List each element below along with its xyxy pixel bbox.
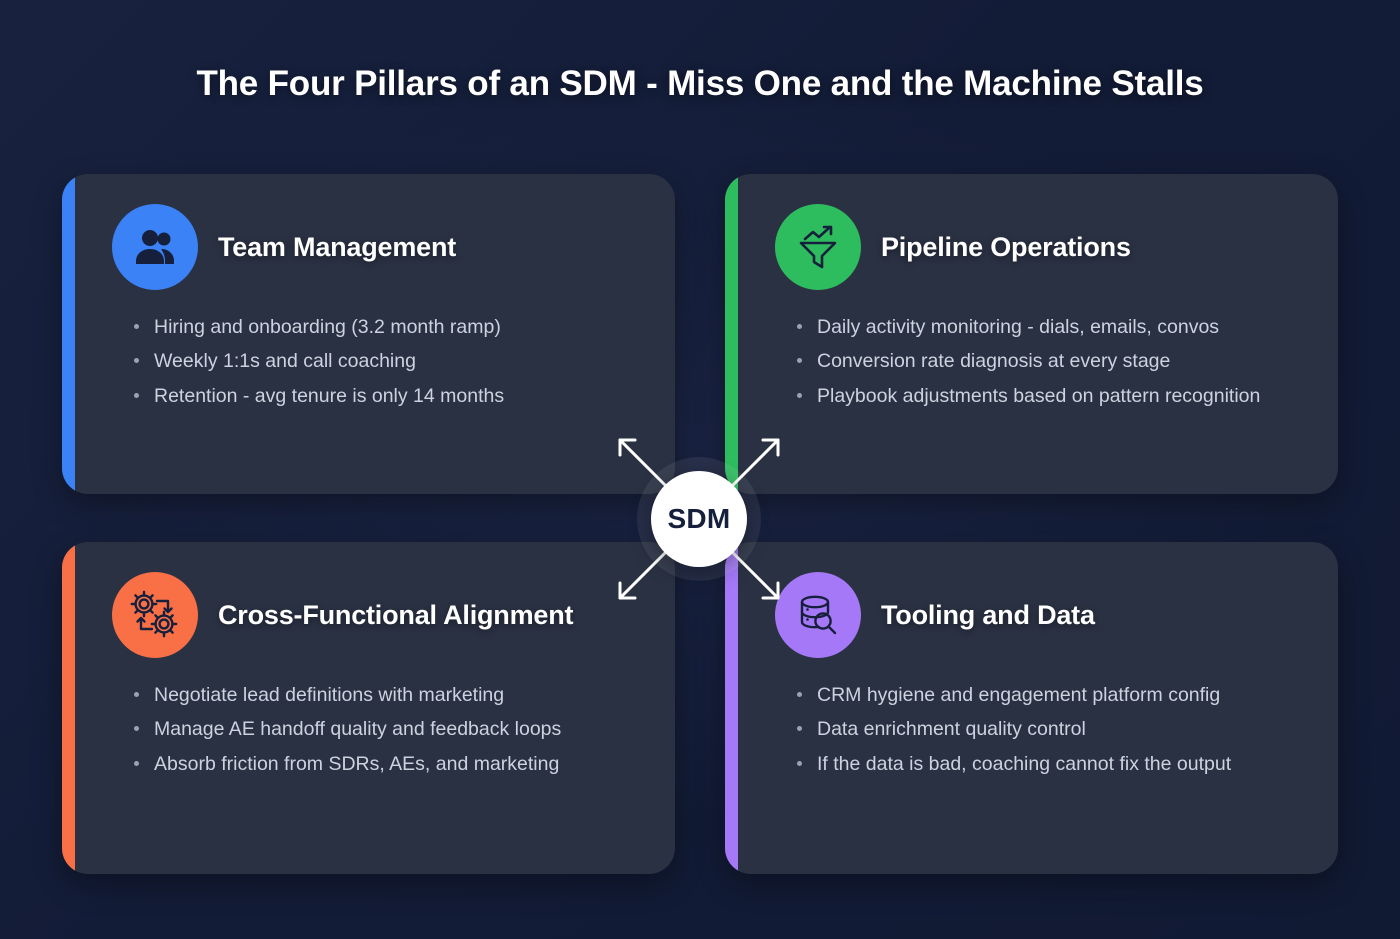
pillar-card-pipeline-operations[interactable]: Pipeline Operations Daily activity monit… (725, 174, 1338, 494)
users-icon (112, 204, 198, 290)
funnel-trend-icon (775, 204, 861, 290)
hub-label: SDM (667, 503, 731, 534)
pillar-card-tooling-and-data[interactable]: Tooling and Data CRM hygiene and engagem… (725, 542, 1338, 874)
list-item: Data enrichment quality control (795, 714, 1304, 744)
database-search-icon (775, 572, 861, 658)
card-header: Cross-Functional Alignment (112, 572, 641, 658)
accent-rail (725, 542, 739, 874)
card-bullet-list: Hiring and onboarding (3.2 month ramp) W… (112, 312, 641, 411)
page-title: The Four Pillars of an SDM - Miss One an… (196, 64, 1204, 103)
pillar-card-cross-functional-alignment[interactable]: Cross-Functional Alignment Negotiate lea… (62, 542, 675, 874)
list-item: Hiring and onboarding (3.2 month ramp) (132, 312, 641, 342)
list-item: CRM hygiene and engagement platform conf… (795, 680, 1304, 710)
card-title: Team Management (218, 231, 457, 262)
list-item: Absorb friction from SDRs, AEs, and mark… (132, 749, 641, 779)
card-bullet-list: CRM hygiene and engagement platform conf… (775, 680, 1304, 779)
list-item: Manage AE handoff quality and feedback l… (132, 714, 641, 744)
list-item: Playbook adjustments based on pattern re… (795, 381, 1304, 411)
accent-rail (725, 174, 739, 494)
gears-cycle-icon (112, 572, 198, 658)
card-bullet-list: Negotiate lead definitions with marketin… (112, 680, 641, 779)
card-title: Cross-Functional Alignment (218, 599, 574, 630)
pillars-grid: Team Management Hiring and onboarding (3… (62, 174, 1338, 874)
list-item: Negotiate lead definitions with marketin… (132, 680, 641, 710)
hub-circle: SDM (651, 471, 747, 567)
list-item: If the data is bad, coaching cannot fix … (795, 749, 1304, 779)
accent-rail (62, 174, 76, 494)
list-item: Conversion rate diagnosis at every stage (795, 346, 1304, 376)
card-header: Team Management (112, 204, 641, 290)
pillar-card-team-management[interactable]: Team Management Hiring and onboarding (3… (62, 174, 675, 494)
list-item: Daily activity monitoring - dials, email… (795, 312, 1304, 342)
list-item: Weekly 1:1s and call coaching (132, 346, 641, 376)
card-header: Pipeline Operations (775, 204, 1304, 290)
card-bullet-list: Daily activity monitoring - dials, email… (775, 312, 1304, 411)
accent-rail (62, 542, 76, 874)
card-title: Tooling and Data (881, 599, 1095, 630)
card-title: Pipeline Operations (881, 231, 1131, 262)
list-item: Retention - avg tenure is only 14 months (132, 381, 641, 411)
card-header: Tooling and Data (775, 572, 1304, 658)
